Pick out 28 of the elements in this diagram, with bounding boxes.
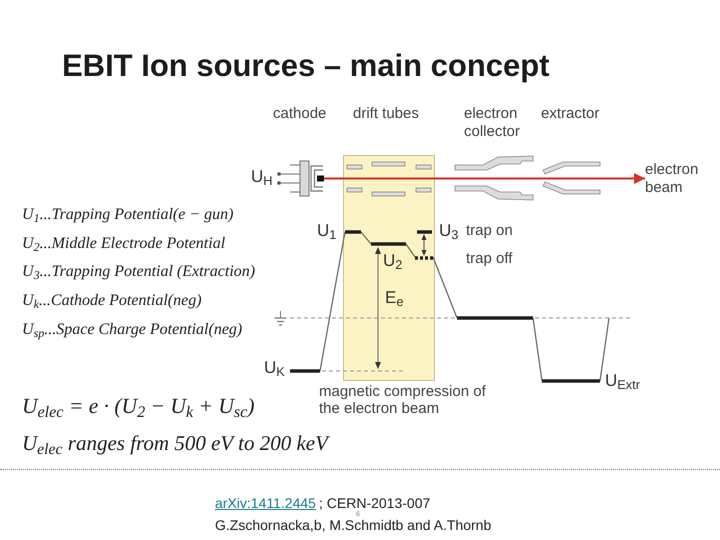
energy-label: E$_{e}$ xyxy=(385,287,404,309)
cathode-drawing xyxy=(276,160,324,197)
state-label: trap on xyxy=(466,222,513,240)
component-label: electron collector xyxy=(464,105,521,141)
component-label: extractor xyxy=(541,105,600,123)
definition-text: U$_{2}$...Middle Electrode Potential xyxy=(22,234,226,254)
voltage-label: U$_{2}$ xyxy=(383,250,402,272)
definition-text: U$_{3}$...Trapping Potential (Extraction) xyxy=(22,262,256,282)
definition-text: U$_{k}$...Cathode Potential(neg) xyxy=(22,291,202,311)
reference-link: arXiv:1411.2445 xyxy=(215,496,316,511)
formula-text: U$_{elec}$ = e · (U$_{2}$ − U$_{k}$ + U$_{sc}$) xyxy=(22,393,254,420)
beam-label: electron beam xyxy=(645,161,711,199)
component-label: drift tubes xyxy=(353,105,419,123)
state-label: trap off xyxy=(466,250,512,268)
definition-text: U$_{sp}$...Space Charge Potential(neg) xyxy=(22,320,242,340)
component-label: cathode xyxy=(273,105,326,123)
voltage-label: U$_{Extr}$ xyxy=(605,370,640,392)
electron-beam-arrow xyxy=(324,173,645,184)
voltage-label: U$_{1}$ xyxy=(317,220,336,242)
author-text: G.Zschornacka,b, M.Schmidtb and A.Thornb xyxy=(215,518,492,533)
formula-text: U$_{elec}$ ranges from 500 eV to 200 keV xyxy=(22,430,328,457)
reference-text: ; CERN-2013-007 xyxy=(319,496,430,511)
voltage-label: U$_{3}$ xyxy=(439,220,458,242)
node-note: U$_{H}$ xyxy=(251,166,272,188)
definition-text: U$_{1}$...Trapping Potential(e − gun) xyxy=(22,205,234,225)
slide-title: EBIT Ion sources – main concept xyxy=(62,47,550,85)
voltage-label: U$_{K}$ xyxy=(264,357,285,379)
region-caption: magnetic compression of the electron beam xyxy=(319,383,487,417)
